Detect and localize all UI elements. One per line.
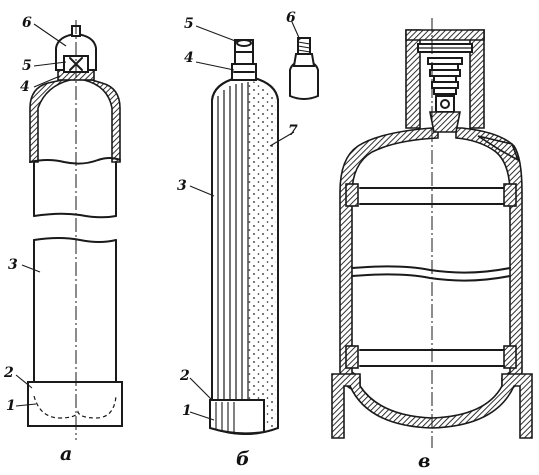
panel-b-label-1: 1: [182, 403, 192, 419]
panel-a-label-4: 4: [20, 79, 30, 95]
panel-b-label-3: 3: [177, 178, 187, 194]
panel-a-concave-bottom: [33, 395, 117, 419]
panel-b-label-7: 7: [288, 123, 298, 139]
panel-b-label-2: 2: [179, 368, 190, 384]
panel-b-shoe: [209, 399, 265, 435]
panel-a-shoe: [27, 381, 123, 427]
panel-c-rib-upper-left: [345, 183, 359, 207]
panel-b-caption: б: [236, 448, 250, 470]
panel-b-cap-neck: [292, 53, 316, 67]
panel-a-break-mid-upper: [33, 212, 117, 219]
panel-a-label-5: 5: [22, 58, 32, 74]
panel-b-label-6: 6: [286, 10, 296, 26]
panel-b-shading: [248, 80, 276, 432]
panel-a-label-3: 3: [8, 257, 18, 273]
panel-c-valve: [427, 57, 463, 133]
panel-a-label-2: 2: [3, 365, 14, 381]
panel-b-cap: [289, 37, 319, 100]
panel-c-rib-upper-right: [503, 183, 517, 207]
panel-a-break-top: [29, 157, 121, 165]
panel-c-rib-lower-left: [345, 345, 359, 369]
panel-a-shoulder-wall-right: [83, 71, 121, 163]
panel-b-valve-top: [236, 39, 252, 47]
panel-c-break-lower: [351, 273, 511, 282]
panel-b-cylinder: [209, 39, 279, 435]
panel-b-labels: 5 4 6 7 3 2 1 б: [177, 10, 301, 470]
panel-c-rib-lower-right: [503, 345, 517, 369]
panel-c-caption: в: [418, 450, 430, 472]
panel-a-label-6: 6: [22, 15, 32, 31]
panel-a-cylinder: [27, 20, 123, 440]
panel-c-shoulder-lip: [477, 135, 520, 162]
panel-b-label-4: 4: [184, 50, 194, 66]
panel-c-cylinder: в: [331, 18, 533, 472]
panel-a-label-1: 1: [6, 398, 16, 414]
panel-c-collar-top: [405, 29, 485, 41]
panel-a-caption: а: [60, 443, 72, 465]
panel-b-label-5: 5: [184, 16, 194, 32]
panel-b-stripes: [217, 82, 249, 432]
panel-a-break-mid-lower: [33, 237, 117, 243]
panel-a-shoulder-wall: [29, 71, 71, 163]
panel-a-labels: 6 5 4 3 2 1 а: [3, 15, 72, 465]
panel-c-break-upper: [351, 265, 511, 274]
